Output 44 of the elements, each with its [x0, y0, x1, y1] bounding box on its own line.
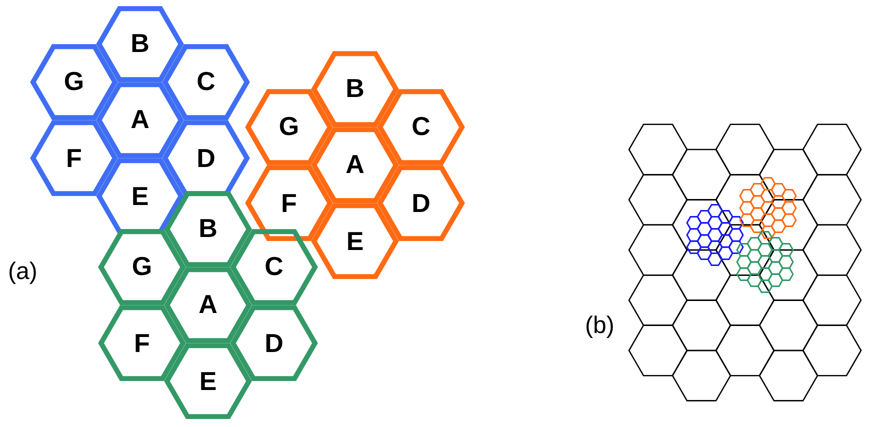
panel-label: (b) — [585, 312, 614, 340]
cell-letter: B — [198, 212, 218, 246]
hexagon-cell — [98, 228, 186, 305]
cell-letter: B — [130, 27, 150, 60]
hexagon-cell — [245, 165, 333, 242]
cell-letter: G — [278, 110, 300, 144]
hexagon-cell — [245, 88, 333, 165]
cell-letter: E — [345, 224, 365, 258]
hexagon-cell — [96, 6, 184, 82]
cell-letter: F — [65, 142, 83, 175]
hexagon-cell — [311, 50, 399, 127]
cell-letter: F — [280, 186, 298, 220]
hexagon-cell — [377, 88, 465, 165]
cell-letter: D — [196, 142, 216, 175]
hexagon-cell — [230, 228, 318, 305]
cell-letter: B — [344, 72, 366, 106]
cell-letter: G — [62, 65, 86, 98]
cell-letter: E — [198, 364, 218, 398]
panel-label: (a) — [8, 258, 38, 286]
hexagon-cell — [164, 343, 252, 420]
hexagon-cell — [162, 44, 250, 120]
cell-letter: A — [130, 103, 150, 136]
hexagon-cell — [30, 44, 118, 120]
hexagon-cell — [377, 165, 465, 242]
hexagon-cell — [30, 120, 118, 196]
cell-letter: C — [410, 110, 432, 144]
hexagon-cell — [98, 305, 186, 382]
hexagon-cell — [230, 305, 318, 382]
cell-letter: G — [130, 250, 154, 284]
hexagon-cell — [311, 126, 399, 204]
cell-letter: A — [198, 288, 218, 322]
cell-letter: C — [196, 65, 216, 98]
cell-letter: A — [344, 148, 366, 182]
hexagon-cell — [96, 158, 184, 234]
cell-letter: E — [130, 180, 150, 213]
hexagon-cell — [164, 190, 252, 267]
hexagon-cell — [162, 120, 250, 196]
hexagon-cell — [96, 82, 184, 158]
cell-letter: D — [410, 186, 432, 220]
cell-letter: F — [133, 326, 151, 360]
cell-letter: D — [264, 326, 284, 360]
hexagon-cell — [311, 203, 399, 280]
cell-letter: C — [264, 250, 284, 284]
hexagon-cell — [164, 266, 252, 344]
